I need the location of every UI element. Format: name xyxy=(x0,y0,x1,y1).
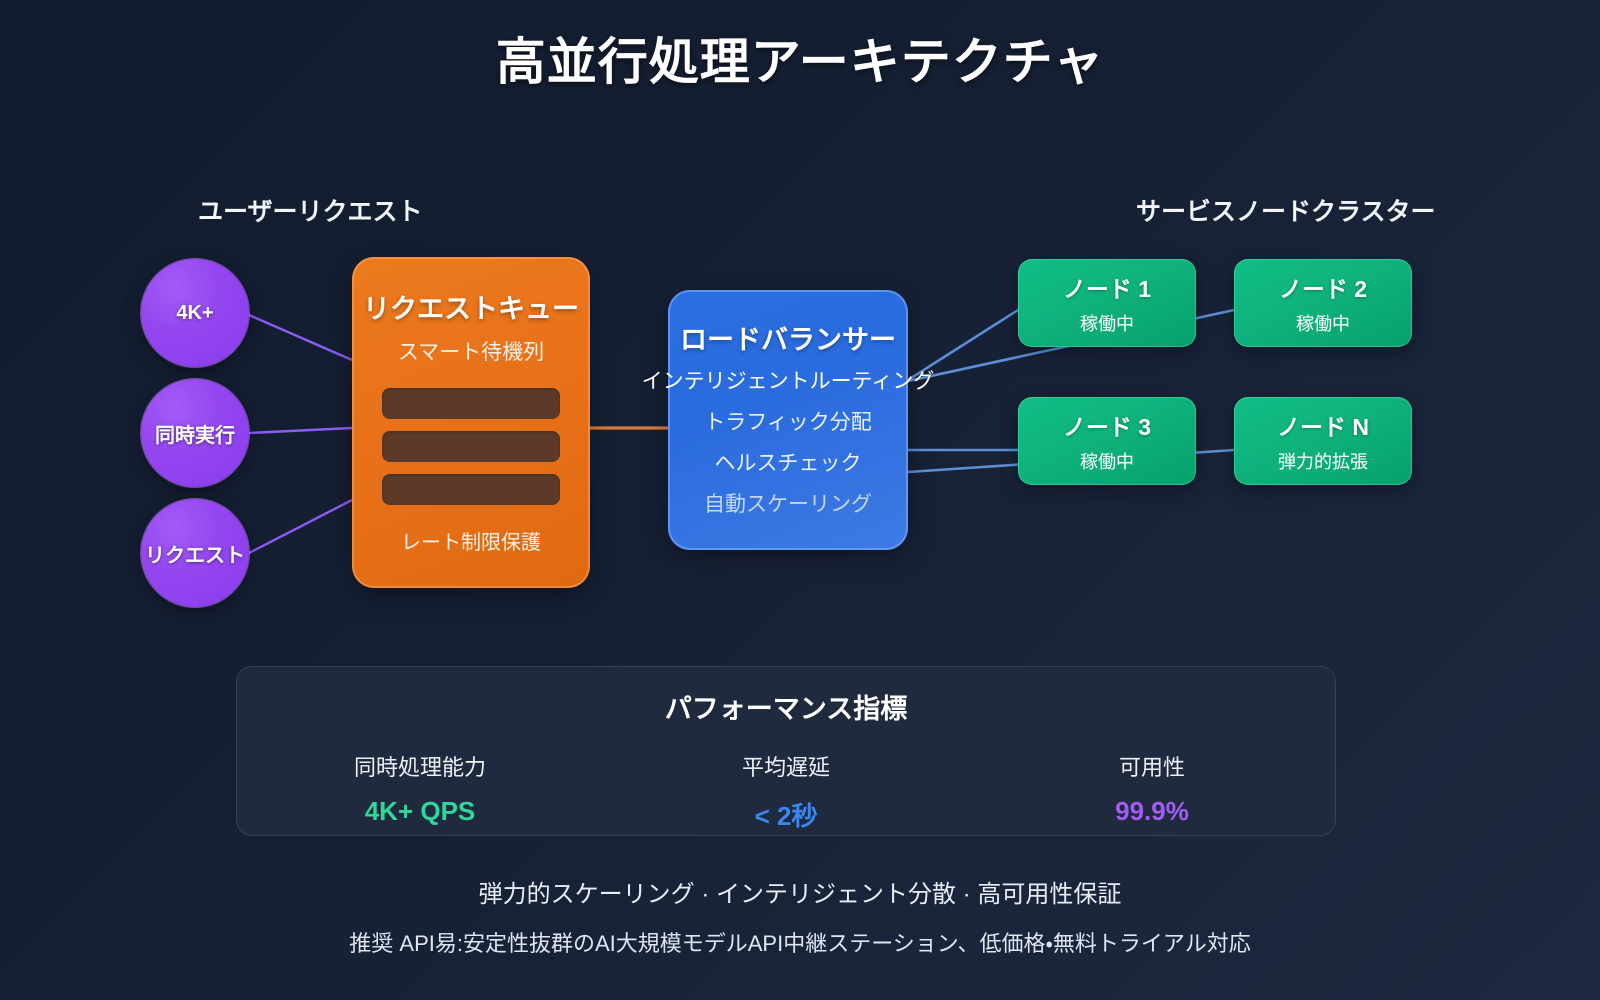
load-balancer-feature-2: 自動スケーリング xyxy=(704,493,872,516)
performance-metrics-panel: パフォーマンス指標 同時処理能力 4K+ QPS 平均遅延 < 2秒 可用性 9… xyxy=(236,666,1336,836)
section-label-node-cluster: サービスノードクラスター xyxy=(1136,198,1436,226)
service-node-n-title: ノード N xyxy=(1277,414,1369,440)
section-label-user-requests: ユーザーリクエスト xyxy=(198,198,423,226)
source-node-2[interactable]: リクエスト xyxy=(141,499,249,607)
service-node-3[interactable]: ノード 3 稼働中 xyxy=(1018,397,1196,485)
wire-source-1-to-queue xyxy=(248,313,353,362)
performance-metrics-title: パフォーマンス指標 xyxy=(664,694,908,724)
footer-tagline: 弾力的スケーリング · インテリジェント分散 · 高可用性保証 xyxy=(478,881,1122,908)
performance-metrics-row: 同時処理能力 4K+ QPS 平均遅延 < 2秒 可用性 99.9% xyxy=(237,750,1335,833)
source-node-2-label: リクエスト xyxy=(145,544,245,567)
metric-concurrency-value: 4K+ QPS xyxy=(364,796,476,826)
request-queue-box[interactable]: リクエストキュー スマート待機列 レート制限保護 xyxy=(352,257,590,588)
queue-slot-1 xyxy=(382,388,560,419)
wire-source-3-to-queue xyxy=(248,498,353,555)
metric-availability-value: 99.9% xyxy=(1115,796,1189,826)
request-queue-subtitle: スマート待機列 xyxy=(397,341,545,364)
source-node-1-label: 同時実行 xyxy=(155,424,235,447)
metric-concurrency: 同時処理能力 4K+ QPS xyxy=(237,750,603,833)
request-queue-title: リクエストキュー xyxy=(363,294,579,324)
metric-latency-label: 平均遅延 xyxy=(741,755,830,780)
load-balancer-box[interactable]: ロードバランサー インテリジェントルーティング トラフィック分配 ヘルスチェック… xyxy=(642,290,934,550)
request-queue-slots xyxy=(382,388,560,505)
service-node-2-status: 稼働中 xyxy=(1296,314,1350,334)
source-node-0-label: 4K+ xyxy=(176,301,214,324)
metric-concurrency-label: 同時処理能力 xyxy=(353,755,486,780)
load-balancer-feature-0: トラフィック分配 xyxy=(704,411,872,434)
service-node-1-title: ノード 1 xyxy=(1062,276,1152,302)
metric-availability-label: 可用性 xyxy=(1118,755,1185,780)
load-balancer-title: ロードバランサー xyxy=(680,325,896,355)
footer-promo-note: 推奨 API易:安定性抜群のAI大規模モデルAPI中継ステーション、低価格・無料… xyxy=(349,931,1251,956)
service-node-1[interactable]: ノード 1 稼働中 xyxy=(1018,259,1196,347)
metric-availability: 可用性 99.9% xyxy=(969,750,1335,833)
queue-slot-3 xyxy=(382,474,560,505)
service-node-3-title: ノード 3 xyxy=(1062,414,1152,440)
service-node-n-status: 弾力的拡張 xyxy=(1278,452,1368,472)
queue-slot-2 xyxy=(382,431,560,462)
page-title: 高並行処理アーキテクチャ xyxy=(495,34,1105,90)
service-node-3-status: 稼働中 xyxy=(1080,452,1134,472)
service-node-1-status: 稼働中 xyxy=(1080,314,1134,334)
service-node-2-title: ノード 2 xyxy=(1278,276,1368,302)
source-node-0[interactable]: 4K+ xyxy=(141,259,249,367)
source-node-1[interactable]: 同時実行 xyxy=(141,379,249,487)
service-node-2[interactable]: ノード 2 稼働中 xyxy=(1234,259,1412,347)
service-node-n[interactable]: ノード N 弾力的拡張 xyxy=(1234,397,1412,485)
load-balancer-feature-1: ヘルスチェック xyxy=(714,452,862,475)
load-balancer-subtitle: インテリジェントルーティング xyxy=(641,370,935,393)
metric-latency: 平均遅延 < 2秒 xyxy=(603,750,969,833)
wire-source-2-to-queue xyxy=(248,426,353,435)
metric-latency-value: < 2秒 xyxy=(754,801,818,831)
request-queue-footer: レート制限保護 xyxy=(401,532,541,554)
